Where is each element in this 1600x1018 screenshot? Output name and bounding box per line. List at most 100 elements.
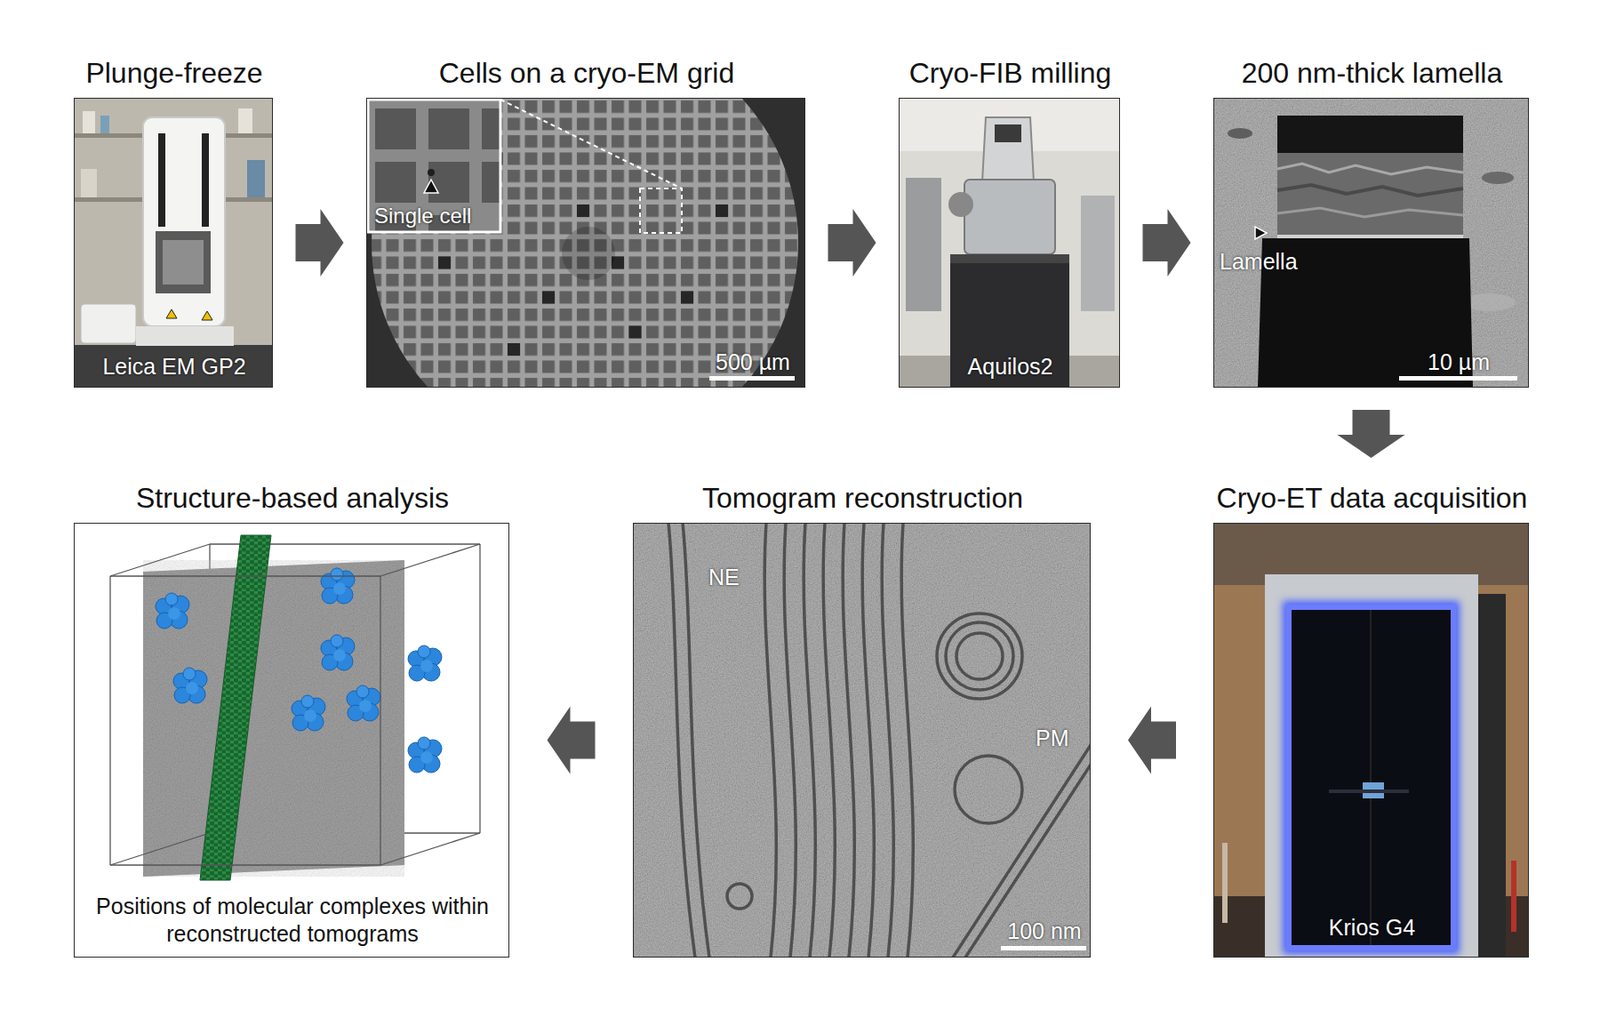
em-grid-micrograph [366, 29, 806, 456]
tomogram-slice [632, 522, 1091, 958]
tomogram-slice-part-part-part [901, 522, 913, 958]
em-grid-micrograph-part-part-part [428, 161, 470, 203]
lamella-micrograph-part-part [1277, 115, 1464, 153]
tomogram-panel: Tomogram reconstructionNEPM100 nm [632, 522, 1091, 958]
tomogram-slice-part-part-part [952, 744, 1091, 958]
tomogram-slice-part-part [668, 522, 1091, 958]
panel-title: Structure-based analysis [136, 481, 449, 515]
tomogram-slice-part-part-part [823, 522, 835, 958]
em-grid-micrograph-part-part-part [375, 108, 416, 150]
microscope-photo-part-part [1288, 607, 1454, 948]
image-label: 10 µm [1427, 349, 1490, 376]
fib-instrument-photo [898, 97, 1120, 388]
fib-instrument-photo-part-part [950, 254, 1070, 388]
structure-render-part-part-part [110, 864, 381, 865]
em-grid-micrograph-part-part [576, 204, 590, 217]
structure-render-part-part [110, 544, 480, 865]
fib-instrument-photo-part-part [898, 97, 1120, 388]
em-grid-micrograph-part-part [542, 291, 555, 304]
structure-render-part-part [346, 685, 381, 721]
image-label: Krios G4 [1328, 914, 1416, 941]
em-grid-micrograph-part-part-part [481, 108, 501, 150]
tomogram-slice-part-part-part [842, 522, 855, 958]
structure-render-part-part [143, 560, 405, 877]
flow-arrow [296, 208, 344, 277]
em-grid-micrograph-part-part [709, 376, 795, 381]
tomogram-slice-part-part [1000, 945, 1087, 951]
plunge-freezer-photo-part-part [80, 304, 136, 344]
em-grid-micrograph-part-part [424, 179, 439, 193]
microscope-photo-part-part [1511, 860, 1517, 932]
plunge-freezer-photo-part-part [100, 115, 110, 134]
plunge-freezer-photo-part-part [247, 160, 265, 198]
lamella-micrograph-part [1213, 97, 1529, 388]
em-grid-micrograph-part-part-part [375, 161, 416, 203]
em-grid-micrograph-part-part [368, 99, 501, 232]
image-label: Positions of molecular complexes within … [88, 892, 497, 949]
structure-render-part-part-part [109, 576, 111, 865]
plunge-freezer-photo-part-part [73, 97, 273, 388]
image-label: NE [708, 564, 740, 591]
structure-render-part-part [408, 645, 442, 681]
lamella-micrograph-part-part [1277, 208, 1464, 217]
plunge-freezer-photo-part-part [136, 326, 234, 346]
plunge-freeze-panel: Plunge-freezeLeica EM GP2 [73, 97, 273, 388]
fib-instrument-photo-part-part [994, 124, 1022, 143]
structure-render-part-part [408, 736, 442, 773]
plunge-freezer-photo-part-part [73, 344, 273, 388]
lamella-micrograph-part-part [1481, 171, 1514, 184]
image-label: Lamella [1219, 248, 1298, 275]
image-label: PM [1035, 725, 1070, 752]
flow-arrow [1143, 208, 1192, 277]
fib-instrument-photo-part-part [905, 177, 942, 312]
structure-render [73, 522, 510, 958]
tomogram-slice-part-part-part [954, 755, 1023, 824]
em-grid-micrograph-part-part [368, 99, 501, 232]
tomogram-slice-part-part-part [881, 522, 894, 958]
plunge-freezer-photo-part-part [201, 311, 213, 320]
em-grid-micrograph-part-part-part [428, 108, 470, 150]
analysis-panel: Structure-based analysisPositions of mol… [73, 522, 510, 958]
em-grid-micrograph-part-part [371, 97, 799, 388]
fib-instrument-photo-part-part [982, 117, 1034, 183]
structure-render-part-part-part [380, 832, 480, 865]
structure-render-part-part-part [479, 544, 480, 833]
plunge-freezer-photo-part-part [155, 231, 211, 294]
structure-render-part-part [143, 560, 405, 877]
panel-title: Cells on a cryo-EM grid [439, 56, 736, 90]
em-grid-micrograph-part-part-part [481, 161, 501, 203]
lamella-micrograph-part-part [1277, 234, 1464, 239]
microscope-photo-part-part [1264, 574, 1479, 958]
panel-title: 200 nm-thick lamella [1241, 56, 1503, 90]
microscope-photo-part-part [1328, 789, 1409, 793]
structure-render-part-part [155, 592, 190, 629]
structure-render-part-part-part [110, 575, 381, 576]
plunge-freezer-photo-part-part [162, 240, 204, 285]
lamella-micrograph-part-part [1399, 376, 1518, 381]
lamella-micrograph-part-part [1277, 152, 1464, 235]
panel-title: Cryo-ET data acquisition [1216, 481, 1528, 515]
tomogram-slice-part [632, 522, 1091, 958]
flow-arrow [1337, 409, 1406, 458]
tomogram-slice-part-part-part [956, 632, 1003, 680]
fib-instrument-photo-part [898, 97, 1120, 388]
panel-title: Plunge-freeze [85, 56, 263, 90]
structure-render-part-part-part [380, 544, 480, 576]
em-grid-micrograph-part-part [680, 291, 694, 304]
structure-render-part-part [320, 634, 355, 671]
tomogram-slice-part-part-part [965, 764, 1091, 958]
lamella-micrograph-part-part [1255, 226, 1267, 240]
image-label: Single cell [374, 203, 472, 229]
em-grid-micrograph-part-part [715, 204, 728, 217]
image-label: Aquilos2 [968, 353, 1054, 380]
grid-panel: Cells on a cryo-EM gridSingle cell500 µm [366, 97, 806, 388]
structure-render-part-part-part [110, 832, 210, 865]
plunge-freezer-photo-part-part [82, 111, 96, 134]
structure-render-part-part [200, 535, 272, 880]
em-grid-micrograph-part [366, 97, 806, 388]
fib-instrument-photo-part-part [1080, 195, 1115, 312]
lamella-micrograph-part-part [1277, 184, 1464, 196]
panel-title: Tomogram reconstruction [702, 481, 1024, 515]
em-grid-micrograph-part-part [438, 256, 451, 270]
tomogram-slice-part-part-part [945, 622, 1014, 690]
